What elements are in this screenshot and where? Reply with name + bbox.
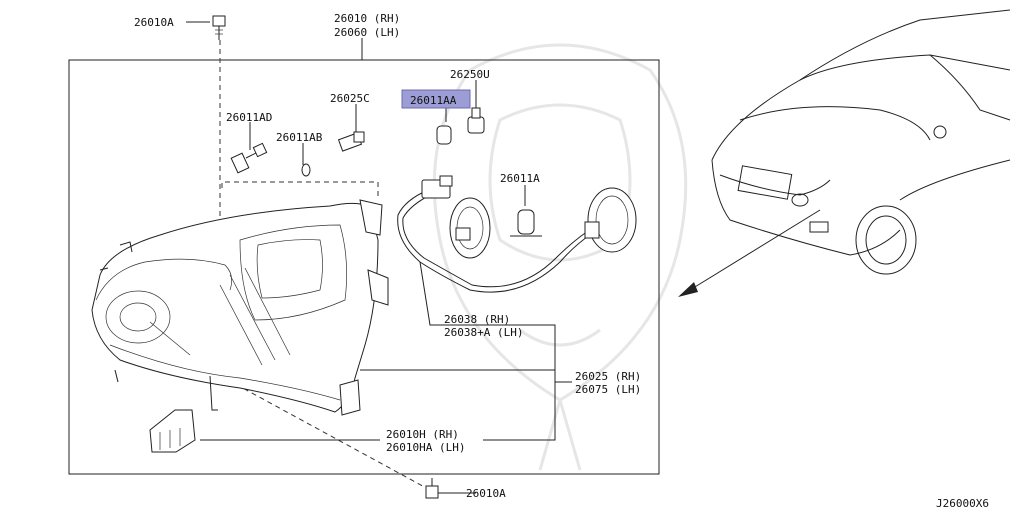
back-cover-left [449, 197, 491, 259]
bracket-26010h [149, 409, 196, 453]
label-bolt-top[interactable]: 26010A [134, 16, 174, 29]
label-bulb-26011a[interactable]: 26011A [500, 172, 540, 185]
back-cover-right [584, 187, 637, 253]
label-bracket-lh[interactable]: 26010HA (LH) [386, 441, 465, 454]
label-assembly-lh[interactable]: 26060 (LH) [334, 26, 400, 39]
bulb-26011aa [436, 125, 452, 145]
bolt-bottom [425, 478, 439, 499]
label-lamp-rh[interactable]: 26025 (RH) [575, 370, 641, 383]
bolt-top [212, 15, 226, 40]
diagram-code: J26000X6 [936, 497, 989, 510]
leader-lines [186, 21, 572, 494]
label-socket-26250u[interactable]: 26250U [450, 68, 490, 81]
bulb-26011ab [301, 163, 311, 177]
watermark-emblem [432, 43, 688, 471]
assembly-frame [68, 59, 660, 475]
label-bulb-26011ad[interactable]: 26011AD [226, 111, 272, 124]
label-bracket-rh[interactable]: 26010H (RH) [386, 428, 459, 441]
label-bulb-26025c[interactable]: 26025C [330, 92, 370, 105]
callout-arrow [678, 209, 821, 297]
headlamp-housing [91, 199, 389, 416]
label-bulb-26011ab[interactable]: 26011AB [276, 131, 323, 144]
socket-26250u [467, 107, 485, 134]
label-harness-rh[interactable]: 26038 (RH) [444, 313, 510, 326]
label-bulb-26011aa[interactable]: 26011AA [410, 94, 457, 107]
bulb-26011a [510, 209, 542, 237]
label-bolt-bottom[interactable]: 26010A [466, 487, 506, 500]
label-assembly-rh[interactable]: 26010 (RH) [334, 12, 400, 25]
vehicle-sketch [711, 9, 1011, 275]
label-lamp-lh[interactable]: 26075 (LH) [575, 383, 641, 396]
label-harness-lh[interactable]: 26038+A (LH) [444, 326, 523, 339]
wiring-harness [397, 175, 591, 293]
bulb-26011aa-highlight [401, 89, 471, 109]
bulb-26025c [337, 131, 365, 152]
guide-lines [219, 40, 431, 491]
bulb-26011ad [230, 142, 268, 174]
